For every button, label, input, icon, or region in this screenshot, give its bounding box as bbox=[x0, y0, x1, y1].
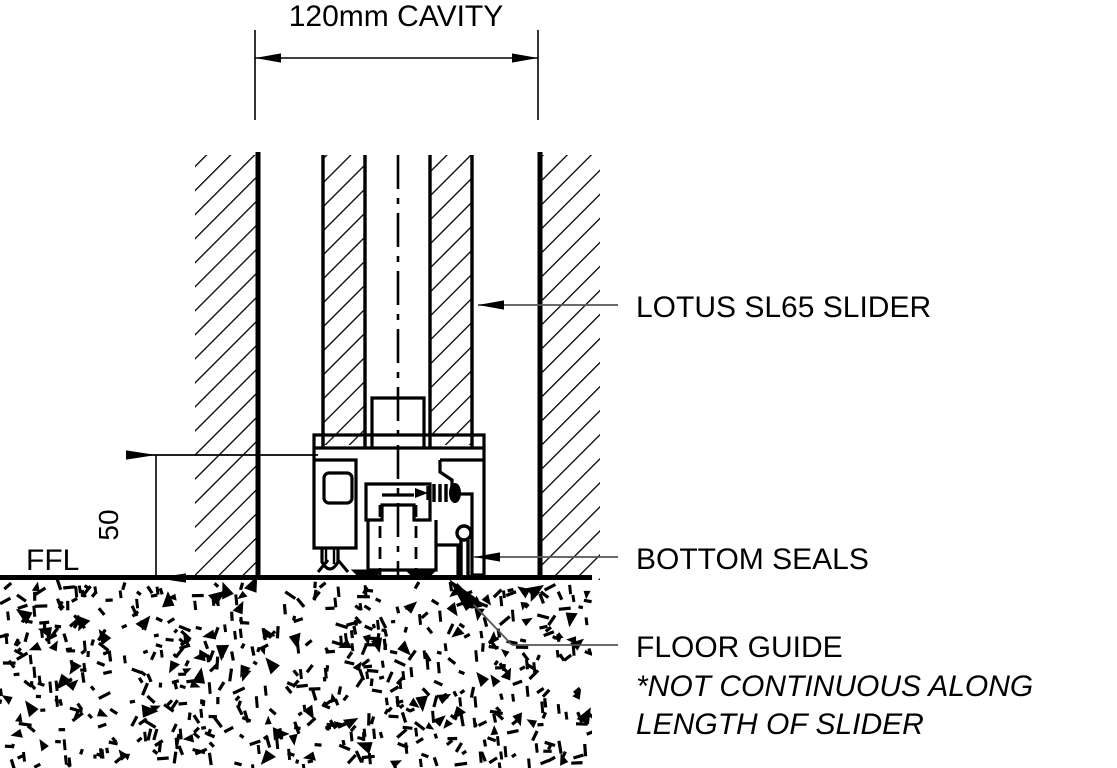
slider-panel-right bbox=[428, 155, 474, 448]
track-upstand bbox=[370, 396, 426, 448]
guide-carrier-return bbox=[436, 543, 460, 575]
label-lotus-slider: LOTUS SL65 SLIDER bbox=[636, 291, 931, 324]
compression-spring bbox=[415, 483, 461, 503]
threshold-height-dimension: 50 bbox=[93, 450, 318, 583]
left-wall bbox=[195, 152, 261, 580]
slider-panel-left bbox=[321, 155, 367, 448]
label-floor-guide-note-1: *NOT CONTINUOUS ALONG bbox=[636, 670, 1033, 703]
slider-panel-left-hatch-fill bbox=[323, 155, 365, 445]
label-floor-guide: FLOOR GUIDE bbox=[636, 631, 843, 664]
guide-carrier-plate bbox=[366, 520, 438, 572]
leader-arrowhead-floor-guide bbox=[449, 579, 479, 611]
right-wall bbox=[537, 152, 600, 580]
label-bottom-seals: BOTTOM SEALS bbox=[636, 543, 869, 576]
left-wall-hatch-fill bbox=[195, 155, 258, 580]
track-left-body bbox=[312, 448, 358, 550]
label-floor-guide-note-2: LENGTH OF SLIDER bbox=[636, 708, 924, 741]
concrete-slab bbox=[0, 580, 592, 768]
slider-panel-right-hatch-fill bbox=[430, 155, 472, 445]
spring-arrow bbox=[415, 488, 428, 498]
track-head-flange bbox=[312, 433, 486, 448]
track-left-cavity bbox=[322, 471, 354, 505]
threshold-height-label: 50 bbox=[93, 509, 124, 540]
right-wall-hatch-fill bbox=[540, 155, 600, 580]
cavity-dimension-label: 120mm CAVITY bbox=[289, 0, 504, 33]
hidden-edges bbox=[378, 505, 418, 575]
bulb-bottom-seal bbox=[455, 524, 473, 578]
leader-floor-guide bbox=[449, 579, 618, 646]
floor-guide-body bbox=[364, 482, 432, 522]
aluminium-track-profile bbox=[312, 396, 486, 578]
cavity-dimension: 120mm CAVITY bbox=[254, 0, 539, 120]
ffl-label: FFL bbox=[26, 544, 79, 577]
brush-seal-spread bbox=[316, 559, 350, 573]
